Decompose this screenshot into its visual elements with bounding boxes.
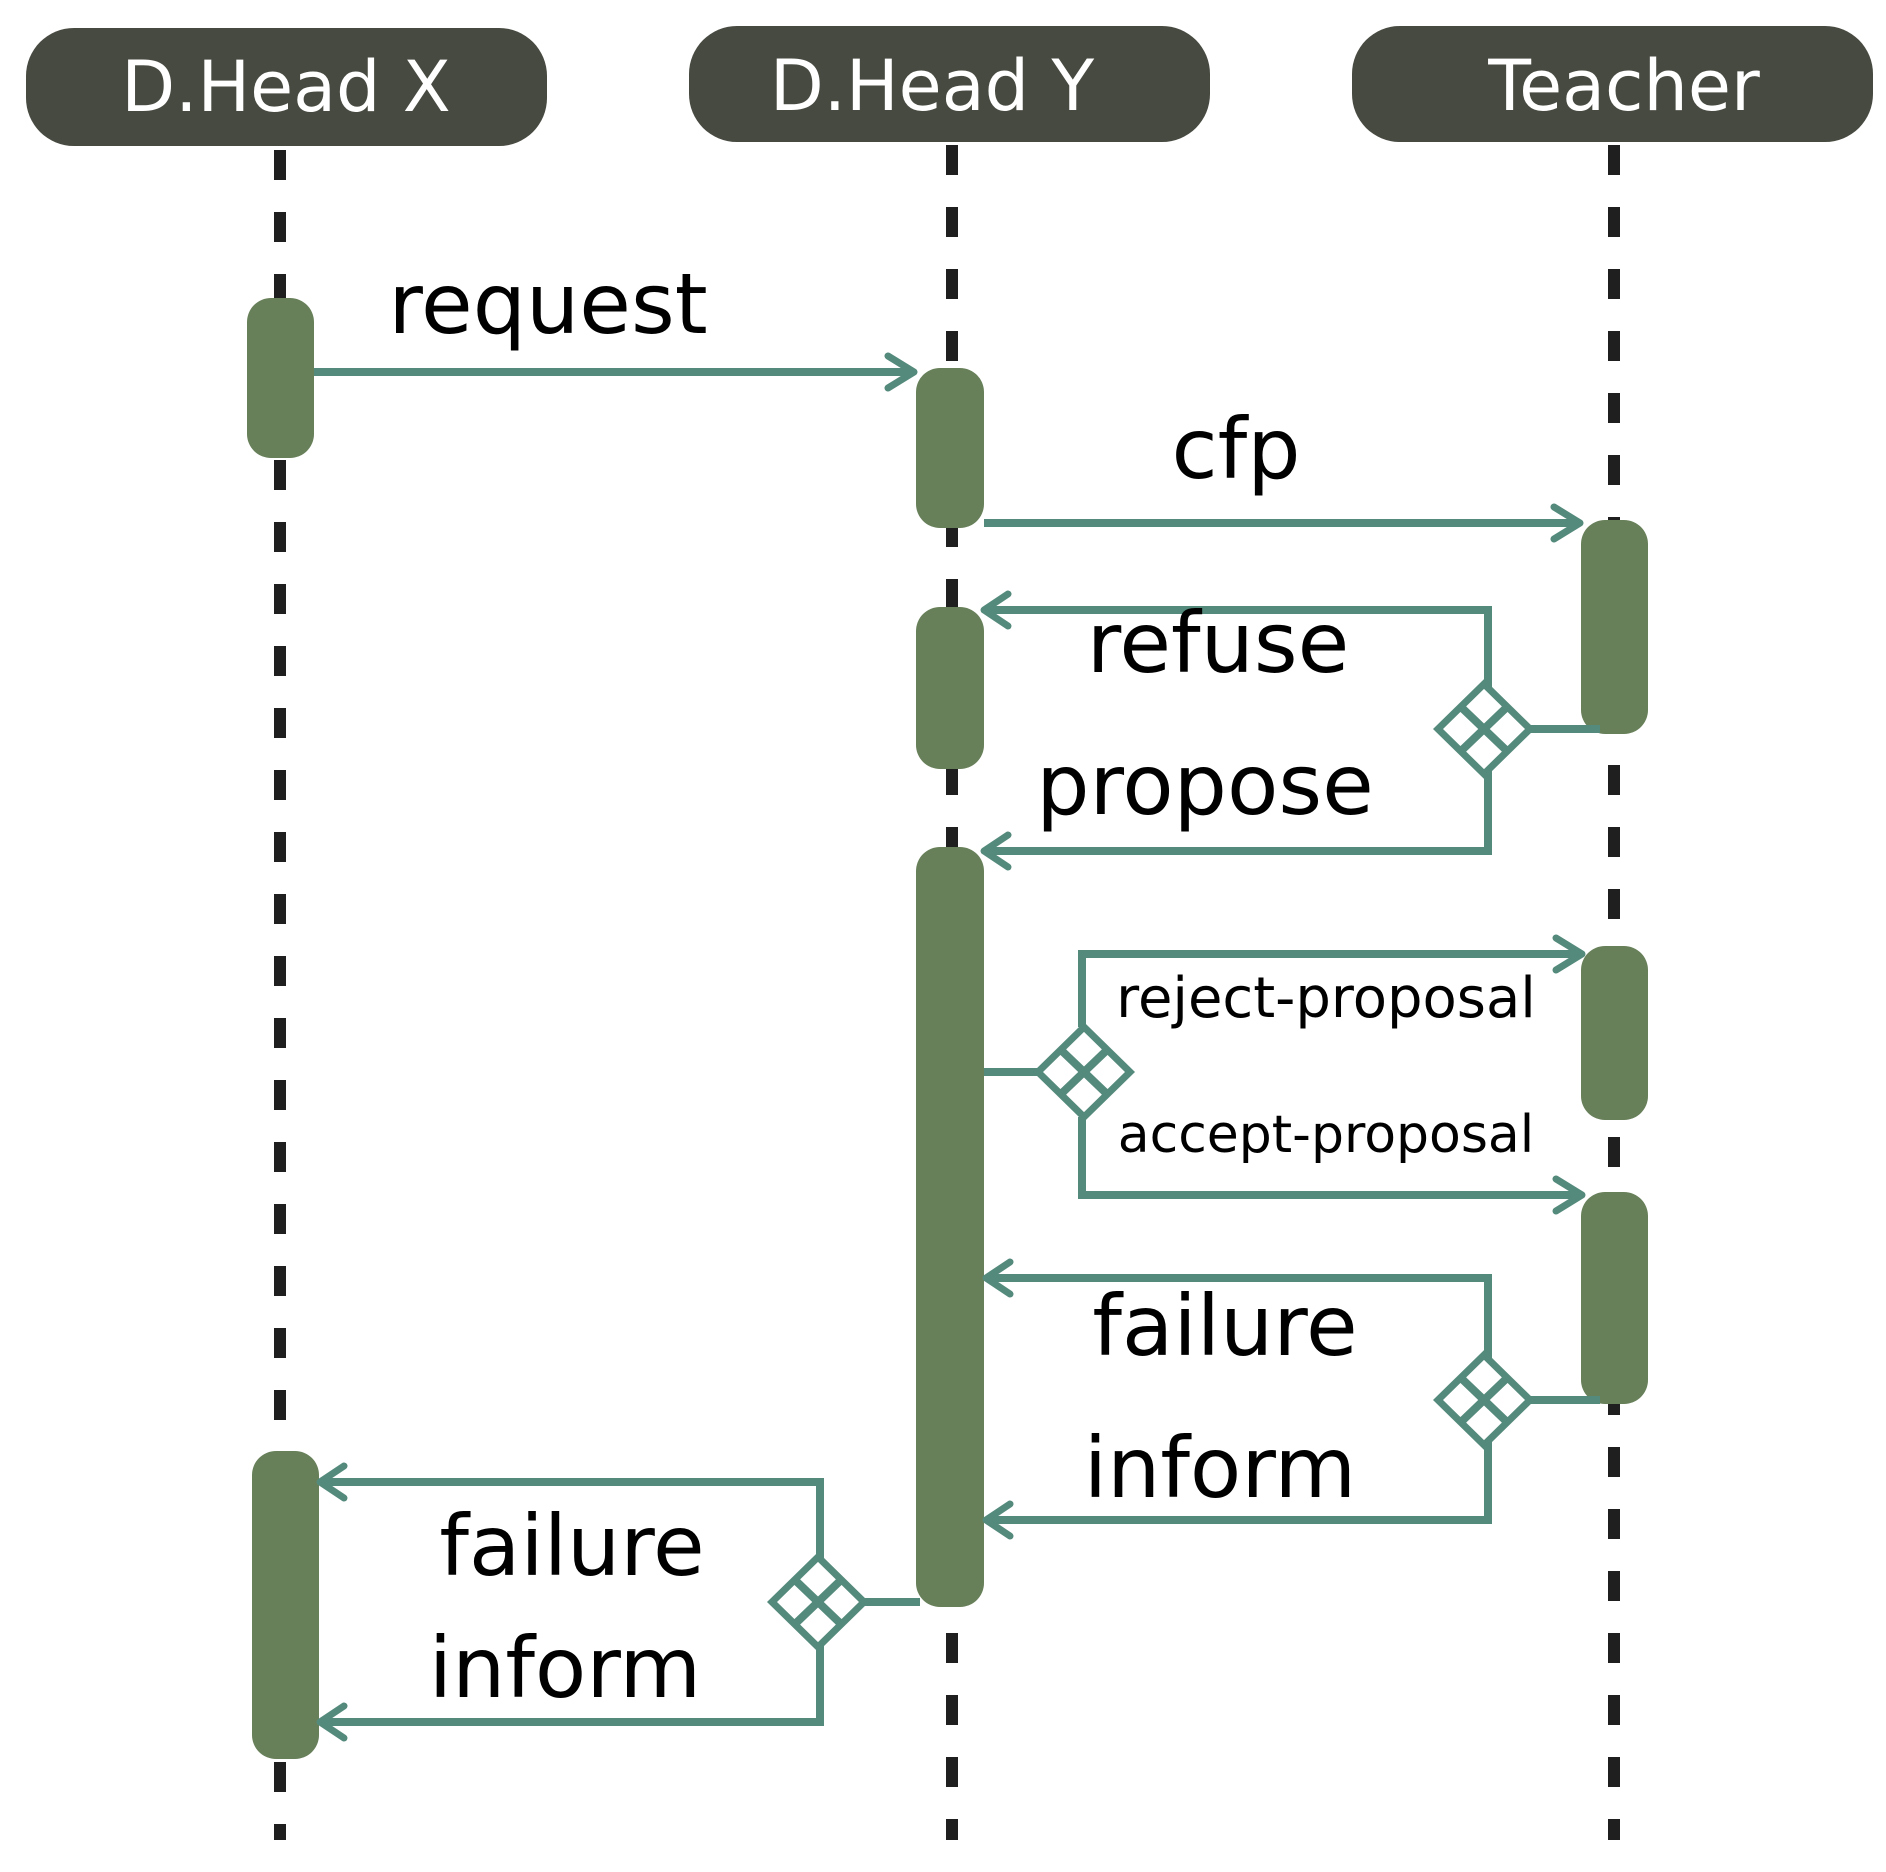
xor-gateway-icon: [766, 1552, 870, 1652]
activation-bar: [1581, 520, 1648, 734]
participant-label: D.Head Y: [770, 45, 1094, 127]
message-failure-inform-branch-teacher: [982, 1258, 1600, 1540]
message-cfp: [984, 503, 1584, 543]
label-reject-proposal: reject-proposal: [1116, 966, 1536, 1031]
activation-bar: [247, 298, 314, 458]
activation-bar: [1581, 946, 1648, 1120]
participant-label: D.Head X: [121, 46, 450, 128]
activation-bar: [916, 368, 984, 528]
label-propose: propose: [1036, 736, 1374, 834]
participant-teacher: Teacher: [1352, 26, 1873, 142]
activation-bar: [916, 847, 984, 1607]
xor-gateway-icon: [1432, 679, 1536, 779]
message-refuse-propose-branch: [980, 590, 1600, 871]
message-request: [314, 352, 918, 392]
label-accept-proposal: accept-proposal: [1118, 1105, 1534, 1165]
xor-gateway-icon: [1432, 1350, 1536, 1450]
participant-dhead-y: D.Head Y: [689, 26, 1210, 142]
label-refuse: refuse: [1087, 594, 1350, 692]
participant-label: Teacher: [1487, 45, 1760, 127]
activation-bar: [252, 1451, 319, 1759]
participant-dhead-x: D.Head X: [26, 28, 547, 146]
label-failure: failure: [1092, 1277, 1357, 1375]
label-cfp: cfp: [1171, 400, 1300, 498]
message-reject-accept-branch: [984, 934, 1586, 1215]
message-failure-inform-branch-dhead: [316, 1462, 920, 1742]
xor-gateway-icon: [1032, 1022, 1136, 1122]
activation-bar: [1581, 1192, 1648, 1404]
label-failure: failure: [439, 1497, 704, 1595]
label-inform: inform: [429, 1619, 701, 1717]
label-request: request: [388, 255, 707, 353]
label-inform: inform: [1084, 1419, 1356, 1517]
activation-bar: [916, 607, 984, 769]
